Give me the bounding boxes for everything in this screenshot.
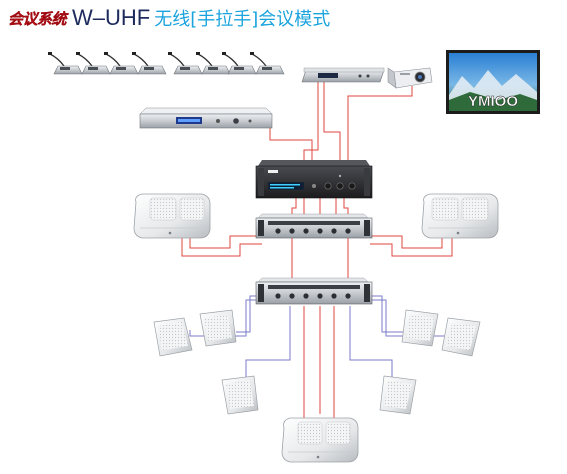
signal-cables (181, 82, 453, 430)
gooseneck-microphone-icon[interactable] (222, 52, 257, 75)
speaker-icon[interactable] (153, 317, 193, 357)
projector-icon[interactable] (387, 67, 433, 89)
gooseneck-microphone-icon[interactable] (76, 52, 111, 75)
speaker-icon[interactable] (221, 375, 259, 415)
cable-receiver-processor (303, 82, 319, 164)
cable-amp2-right-upper (370, 295, 404, 333)
cable-amp2-left-far (189, 299, 262, 337)
gooseneck-microphone-icon[interactable] (132, 52, 167, 75)
cable-processor-amp2-b (343, 198, 349, 280)
cable-matrix-processor (269, 120, 313, 164)
cable-amp2-left-lower (245, 306, 291, 378)
cable-receiver-processor-2 (323, 82, 341, 164)
wireless-receiver-icon[interactable] (301, 67, 385, 83)
gooseneck-microphone-icon[interactable] (250, 52, 285, 75)
speaker-icon[interactable] (401, 309, 439, 347)
diagram-title: 会议系统 W–UHF 无线[手拉手]会议模式 (8, 4, 330, 32)
gooseneck-microphone-icon[interactable] (168, 52, 203, 75)
speaker-cables (189, 295, 447, 378)
projection-screen-icon[interactable]: YMIOO (446, 50, 540, 114)
cable-amp1-right-speaker (370, 235, 443, 249)
speaker-icon[interactable] (199, 309, 237, 347)
cable-amp1-left-speaker (189, 235, 262, 249)
cable-processor-amp2-a (291, 198, 297, 280)
speaker-icon[interactable] (133, 193, 211, 239)
cable-amp1-right-speaker-2 (370, 238, 453, 257)
gooseneck-microphone-icon[interactable] (196, 52, 231, 75)
brand-logo-text: 会议系统 (8, 9, 67, 28)
speaker-icon[interactable] (441, 317, 481, 357)
cable-projector-processor (347, 86, 413, 164)
screen-logo-text: YMIOO (468, 93, 518, 110)
control-unit-icon[interactable] (139, 107, 273, 129)
microphone-row (48, 52, 285, 75)
gooseneck-microphone-icon[interactable] (104, 52, 139, 75)
power-amplifier-icon[interactable] (255, 277, 373, 305)
speaker-icon[interactable] (379, 375, 417, 415)
audio-processor-icon[interactable] (255, 160, 373, 199)
gooseneck-microphone-icon[interactable] (48, 52, 83, 75)
speaker-icon[interactable] (281, 417, 359, 463)
power-amplifier-icon[interactable] (255, 213, 373, 239)
mode-title: 无线[手拉手]会议模式 (154, 9, 331, 30)
cable-amp1-left-speaker-2 (181, 238, 262, 257)
cable-amp2-right-lower (349, 306, 393, 378)
speaker-icon[interactable] (421, 193, 499, 239)
model-name: W–UHF (72, 5, 151, 30)
